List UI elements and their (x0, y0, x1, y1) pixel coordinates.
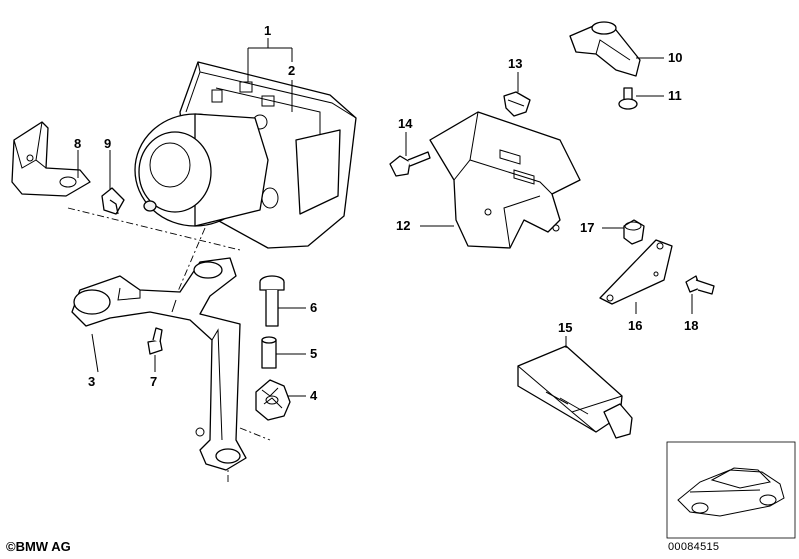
hex-bolt-14[interactable] (389, 151, 431, 177)
callout-1: 1 (264, 23, 271, 38)
assembly-line (239, 427, 271, 441)
callout-6: 6 (310, 300, 317, 315)
callout-18: 18 (684, 318, 698, 333)
callout-5: 5 (310, 346, 317, 361)
plate-bracket[interactable] (599, 239, 673, 305)
callout-4: 4 (310, 388, 318, 403)
callout-7: 7 (150, 374, 157, 389)
callout-12: 12 (396, 218, 410, 233)
callout-8: 8 (74, 136, 81, 151)
abs-hydraulic-unit[interactable] (134, 61, 357, 249)
copyright-label: ©BMW AG (6, 539, 71, 554)
callout-15: 15 (558, 320, 572, 335)
hex-bolt-9[interactable] (101, 187, 125, 215)
callout-2: 2 (288, 63, 295, 78)
callout-3: 3 (88, 374, 95, 389)
control-module[interactable] (517, 345, 633, 439)
callout-9: 9 (104, 136, 111, 151)
grommet[interactable] (623, 219, 645, 245)
callout-16: 16 (628, 318, 642, 333)
abs-mounting-bracket[interactable] (71, 257, 247, 471)
hex-bolt-6[interactable] (259, 275, 285, 327)
callout-10: 10 (668, 50, 682, 65)
spacer-sleeve[interactable] (261, 336, 277, 369)
car-silhouette-icon (666, 441, 796, 539)
hex-bolt-18[interactable] (685, 275, 715, 295)
angle-bracket[interactable] (11, 121, 91, 197)
callout-13: 13 (508, 56, 522, 71)
control-unit-bracket[interactable] (429, 111, 581, 249)
callout-11: 11 (668, 88, 682, 103)
yaw-rate-sensor[interactable] (569, 21, 641, 77)
hex-bolt-7[interactable] (147, 327, 163, 355)
diagram-number: 00084515 (668, 541, 720, 553)
spring-clip[interactable] (503, 91, 531, 117)
screw-11[interactable] (618, 87, 638, 110)
callout-14: 14 (398, 116, 413, 131)
callout-17: 17 (580, 220, 594, 235)
rubber-mount[interactable] (255, 379, 291, 421)
